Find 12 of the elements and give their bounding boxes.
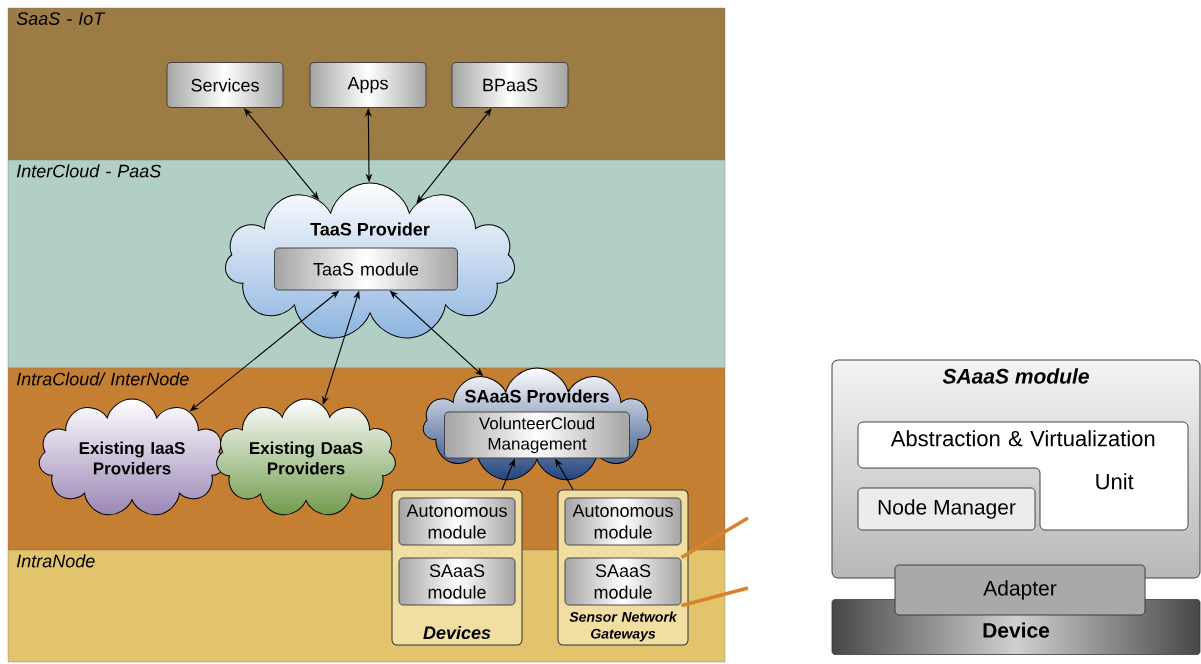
- module-box: VolunteerCloud Management: [444, 411, 630, 459]
- module-box: SAaaS module: [564, 557, 682, 606]
- module-box: SAaaS module: [398, 557, 516, 606]
- module-box: Autonomous module: [398, 497, 516, 546]
- module-box: Autonomous module: [564, 497, 682, 546]
- module-box: BPaaS: [451, 62, 569, 108]
- module-box: Adapter: [894, 564, 1146, 616]
- connector-line: [681, 586, 749, 608]
- module-box: Node Manager: [857, 487, 1036, 531]
- module-box: TaaS module: [274, 247, 458, 291]
- module-box: Apps: [309, 62, 427, 108]
- module-box: Services: [166, 62, 284, 108]
